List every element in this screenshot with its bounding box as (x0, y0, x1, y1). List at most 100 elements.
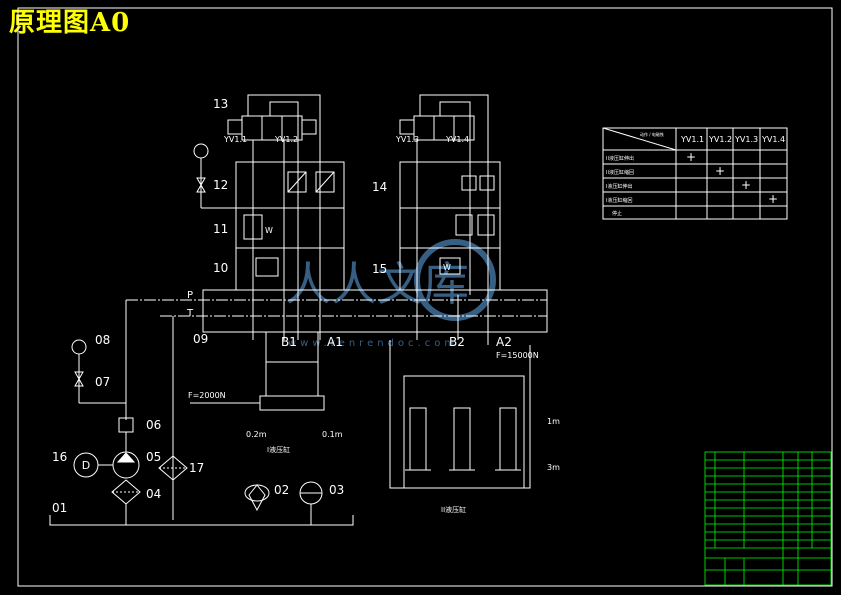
label-port-t: T (186, 308, 194, 319)
label-force-1: F=2000N (188, 391, 226, 400)
air-filter-02-icon (248, 484, 266, 512)
check-valve-06-icon (118, 417, 134, 433)
solenoid-yv13-icon (399, 119, 415, 135)
check-valve-14b-icon (479, 175, 495, 191)
cylinder-2-group (190, 332, 325, 411)
label-a2: A2 (496, 335, 512, 349)
label-06: 06 (146, 418, 161, 432)
label-b2: B2 (449, 335, 465, 349)
left-valve-stack (193, 94, 345, 340)
table-col-4: YV1.4 (761, 135, 785, 144)
label-11: 11 (213, 222, 228, 236)
throttle-14b-icon (477, 214, 495, 236)
label-01: 01 (52, 501, 67, 515)
label-08: 08 (95, 333, 110, 347)
label-stroke-right-b: 3m (547, 463, 560, 472)
cyl1-housing (403, 375, 525, 489)
table-row-2-name: II液压缸缩回 (606, 169, 634, 176)
drawing-title: 原理图A0 (9, 8, 131, 38)
manifold-block (202, 289, 548, 333)
label-10: 10 (213, 261, 228, 275)
stop-valve-07-icon (74, 371, 84, 387)
table-col-3: YV1.3 (734, 135, 758, 144)
solenoid-action-table: 动作 / 电磁铁 YV1.1 YV1.2 YV1.3 YV1.4 II液压缸伸出… (602, 127, 788, 220)
label-stroke-left-a: 0.2m (246, 430, 267, 439)
label-16: 16 (52, 450, 67, 464)
valve-13-line-a (247, 94, 321, 295)
check-valve-14a-icon (461, 175, 477, 191)
valve-15-icon (439, 257, 461, 275)
label-05: 05 (146, 450, 161, 464)
table-col-2: YV1.2 (708, 135, 732, 144)
valve-13-line-b (269, 101, 299, 295)
cylinder-1a-icon (409, 407, 427, 471)
valve-14-line-a (419, 94, 489, 295)
label-port-p: P (187, 290, 193, 301)
cylinder-1-group (389, 340, 531, 489)
valve-14-block-c (453, 115, 475, 141)
solenoid-yv12-icon (301, 119, 317, 135)
watermark-url: www.renrendoc.com (288, 338, 458, 349)
table-mark-r2-c2: + (715, 164, 725, 178)
tank-01 (49, 515, 354, 526)
label-14: 14 (372, 180, 387, 194)
cyl2-body (265, 361, 319, 397)
valve-14-line-b (439, 101, 471, 295)
valve-10-icon (255, 257, 279, 277)
label-yv12: YV1.2 (274, 135, 298, 144)
title-block-frame (704, 451, 832, 586)
pressure-gauge-12-icon (193, 143, 209, 159)
label-09: 09 (193, 332, 208, 346)
pump-arrow (116, 452, 136, 463)
label-07: 07 (95, 375, 110, 389)
label-17: 17 (189, 461, 204, 475)
pressure-gauge-08-icon (71, 339, 87, 355)
cylinder-1c-icon (499, 407, 517, 471)
pump-group (49, 339, 354, 526)
cylinder-2-icon (259, 395, 325, 411)
title-block (704, 451, 832, 586)
throttle-check-left-icon (287, 171, 307, 193)
label-w1: W (265, 226, 273, 235)
table-row-4-name: I液压缸缩回 (606, 197, 632, 204)
motor-letter: D (82, 459, 90, 472)
label-13: 13 (213, 97, 228, 111)
label-force-2: F=15000N (496, 351, 539, 360)
table-row-5-name: 停止 (612, 210, 622, 217)
watermark-text: 人人文库 (285, 257, 469, 311)
stop-valve-12-icon (196, 177, 206, 193)
filter-17-icon (158, 455, 188, 481)
table-mark-r4-c4: + (768, 192, 778, 206)
table-corner: 动作 / 电磁铁 (640, 131, 664, 137)
table-mark-r3-c3: + (741, 178, 751, 192)
label-w2: W (443, 263, 451, 272)
label-02: 02 (274, 483, 289, 497)
arrow-12b (315, 171, 335, 193)
label-stroke-left-b: 0.1m (322, 430, 343, 439)
label-yv14: YV1.4 (445, 135, 469, 144)
air-filter-02-cap (244, 484, 270, 502)
label-15: 15 (372, 262, 387, 276)
label-04: 04 (146, 487, 161, 501)
table-corner-diagonal (602, 127, 677, 151)
manifold (125, 289, 548, 520)
watermark: 人人文库 www.renrendoc.com (285, 239, 496, 349)
table-mark-r1-c1: + (686, 150, 696, 164)
arrow-12a (287, 171, 307, 193)
label-stroke-right-a: 1m (547, 417, 560, 426)
label-03: 03 (329, 483, 344, 497)
table-col-1: YV1.1 (680, 135, 704, 144)
cylinder-2-caption: I液压缸 (267, 445, 290, 454)
table-row-3-name: I液压缸伸出 (606, 183, 632, 190)
table-row-1-name: II液压缸伸出 (606, 155, 634, 162)
solenoid-labels: YV1.1 YV1.2 YV1.3 YV1.4 W W F=2000N F=15… (188, 135, 560, 514)
label-12: 12 (213, 178, 228, 192)
table-frame (602, 127, 788, 220)
sheet-border (17, 7, 833, 587)
label-yv11: YV1.1 (223, 135, 247, 144)
throttle-check-right-icon (315, 171, 335, 193)
label-b1: B1 (281, 335, 297, 349)
label-yv13: YV1.3 (395, 135, 419, 144)
cylinder-1b-icon (453, 407, 471, 471)
